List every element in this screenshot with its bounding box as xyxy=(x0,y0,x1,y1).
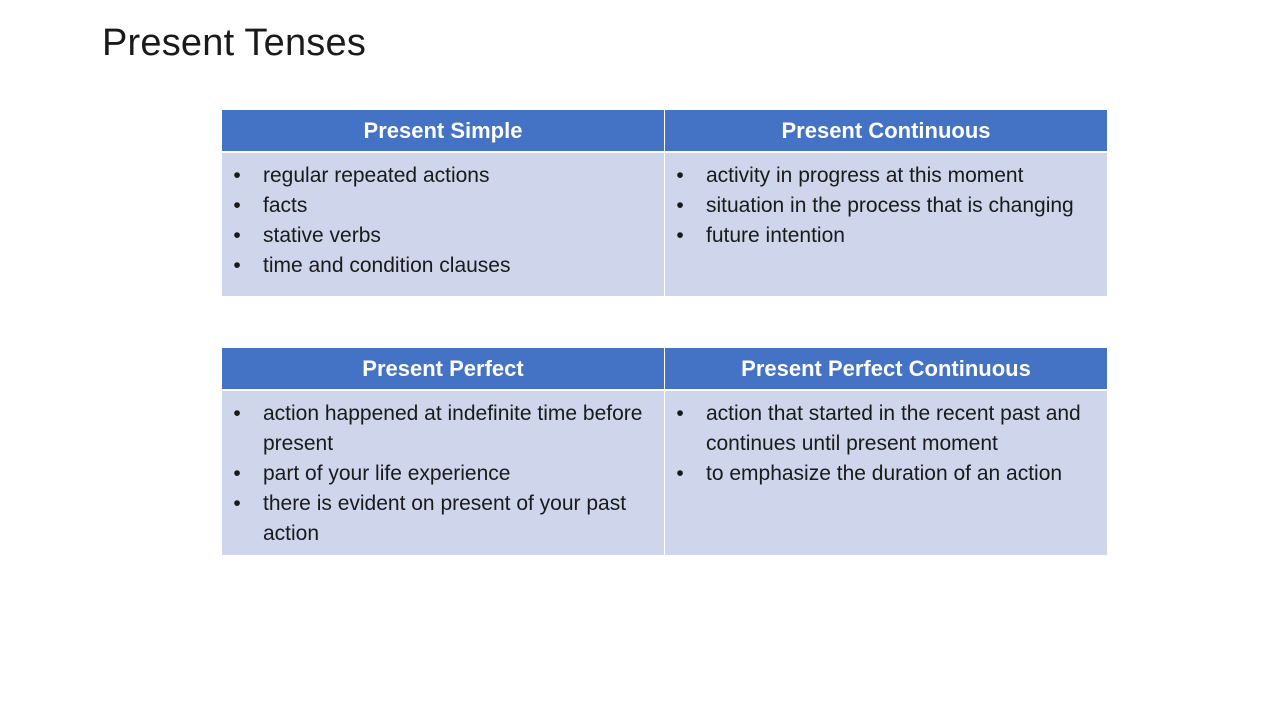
bullet-icon: • xyxy=(233,194,241,217)
present-simple-list: • regular repeated actions • facts • stativ… xyxy=(230,161,654,281)
list-item-text: there is evident on present of your past… xyxy=(263,492,627,545)
present-perfect-continuous-header: Present Perfect Continuous xyxy=(664,348,1107,391)
list-item-text: part of your life experience xyxy=(263,462,511,485)
present-simple-header: Present Simple xyxy=(222,110,665,153)
list-item: • there is evident on present of your pas… xyxy=(230,489,654,549)
bullet-icon: • xyxy=(233,462,241,485)
table-body-row: • action happened at indefinite time befo… xyxy=(222,390,1107,555)
list-item: • regular repeated actions xyxy=(230,161,654,191)
list-item: • stative verbs xyxy=(230,221,654,251)
bullet-icon: • xyxy=(233,224,241,247)
table-body-row: • regular repeated actions • facts • stativ… xyxy=(222,152,1107,296)
list-item-text: action happened at indefinite time befor… xyxy=(263,402,643,455)
present-perfect-header: Present Perfect xyxy=(222,348,665,391)
list-item: • future intention xyxy=(673,221,1097,251)
present-continuous-cell: • activity in progress at this moment • si… xyxy=(664,152,1107,296)
present-perfect-list: • action happened at indefinite time befo… xyxy=(230,399,654,549)
present-continuous-header: Present Continuous xyxy=(664,110,1107,153)
bullet-icon: • xyxy=(676,462,684,485)
present-perfect-cell: • action happened at indefinite time befo… xyxy=(222,390,665,555)
bullet-icon: • xyxy=(676,224,684,247)
table-header-row: Present Perfect Present Perfect Continuo… xyxy=(222,348,1107,391)
present-perfect-continuous-list: • action that started in the recent past … xyxy=(673,399,1097,489)
list-item: • time and condition clauses xyxy=(230,251,654,281)
bullet-icon: • xyxy=(233,402,241,425)
bullet-icon: • xyxy=(676,402,684,425)
present-perfect-continuous-cell: • action that started in the recent past … xyxy=(664,390,1107,555)
list-item-text: activity in progress at this moment xyxy=(706,164,1024,187)
list-item: • action that started in the recent past … xyxy=(673,399,1097,459)
list-item: • facts xyxy=(230,191,654,221)
list-item-text: to emphasize the duration of an action xyxy=(706,462,1063,485)
list-item: • to emphasize the duration of an action xyxy=(673,459,1097,489)
list-item-text: situation in the process that is changin… xyxy=(706,194,1074,217)
list-item-text: facts xyxy=(263,194,308,217)
list-item: • part of your life experience xyxy=(230,459,654,489)
bullet-icon: • xyxy=(233,254,241,277)
list-item: • action happened at indefinite time befo… xyxy=(230,399,654,459)
list-item-text: time and condition clauses xyxy=(263,254,511,277)
list-item-text: future intention xyxy=(706,224,845,247)
list-item: • activity in progress at this moment xyxy=(673,161,1097,191)
bullet-icon: • xyxy=(233,164,241,187)
list-item-text: stative verbs xyxy=(263,224,381,247)
present-tenses-table-top: Present Simple Present Continuous • regul… xyxy=(222,110,1107,296)
bullet-icon: • xyxy=(676,164,684,187)
slide-title: Present Tenses xyxy=(102,22,367,64)
list-item-text: regular repeated actions xyxy=(263,164,490,187)
present-continuous-list: • activity in progress at this moment • si… xyxy=(673,161,1097,251)
present-tenses-table-bottom: Present Perfect Present Perfect Continuo… xyxy=(222,348,1107,555)
list-item: • situation in the process that is changi… xyxy=(673,191,1097,221)
bullet-icon: • xyxy=(676,194,684,217)
table-header-row: Present Simple Present Continuous xyxy=(222,110,1107,153)
present-simple-cell: • regular repeated actions • facts • stativ… xyxy=(222,152,665,296)
bullet-icon: • xyxy=(233,492,241,515)
list-item-text: action that started in the recent past a… xyxy=(706,402,1081,455)
